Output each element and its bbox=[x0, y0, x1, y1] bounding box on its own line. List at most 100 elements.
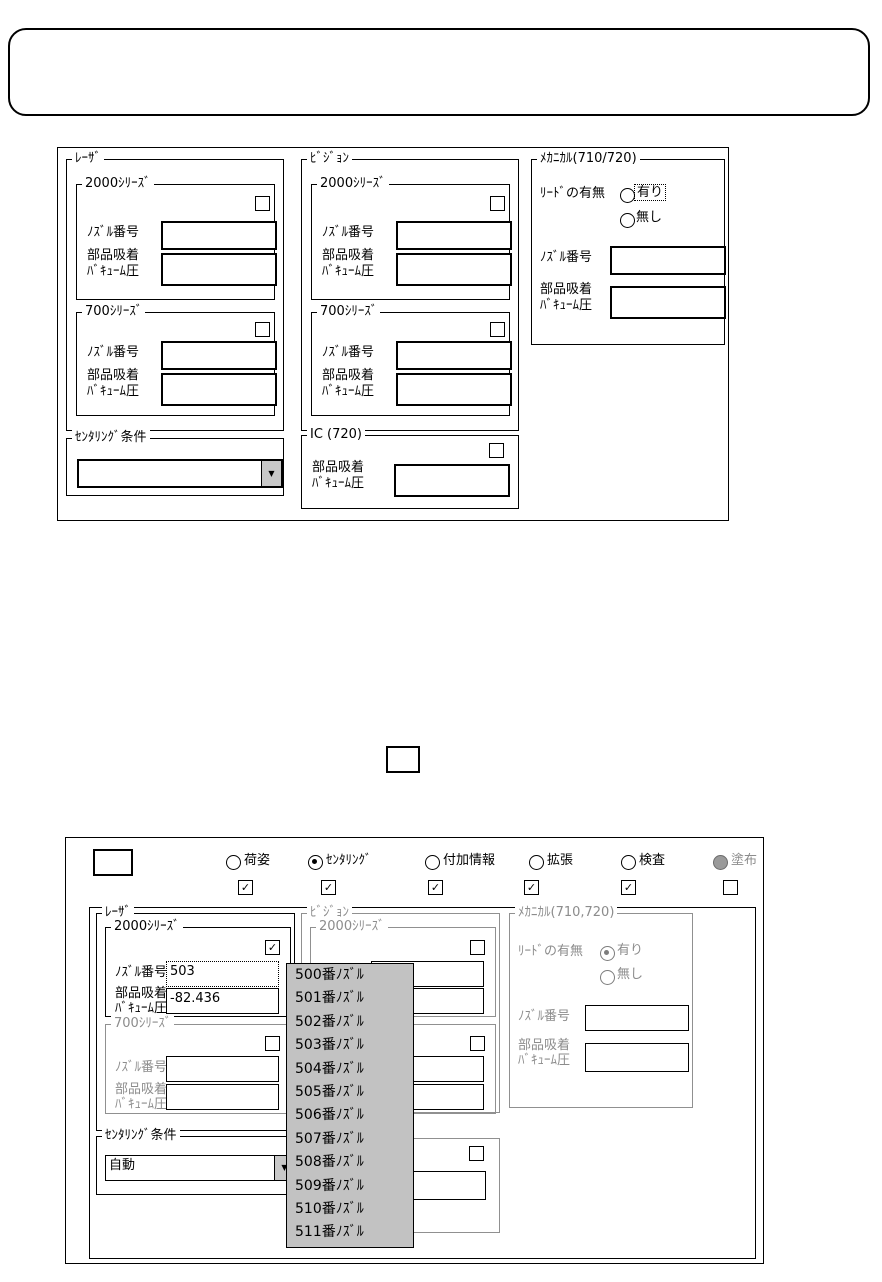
s2-page-label-fukajoho[interactable]: 付加情報 bbox=[443, 853, 496, 868]
s1-centering-dropdown-button[interactable]: ▼ bbox=[261, 461, 281, 486]
check-icon: ✓ bbox=[526, 881, 537, 894]
s2-laser-700-nozzle-input[interactable] bbox=[166, 1056, 279, 1082]
s1-ic-title: IC (720) bbox=[307, 427, 365, 443]
s1-vision-2000-vac-input[interactable] bbox=[396, 253, 512, 286]
s1-centering-combobox[interactable]: ▼ bbox=[77, 459, 283, 488]
nozzle-dropdown-item[interactable]: 511番ﾉｽﾞﾙ bbox=[295, 1224, 364, 1241]
s2-page-label-nisugata[interactable]: 荷姿 bbox=[244, 853, 271, 868]
s2-centering-combobox[interactable]: 自動 ▼ bbox=[105, 1155, 295, 1181]
s2-mech-group: ﾒｶﾆｶﾙ(710,720) ﾘｰﾄﾞの有無 有り 無し ﾉｽﾞﾙ番号 部品吸着… bbox=[509, 905, 693, 1108]
s1-vision-700-vac-input[interactable] bbox=[396, 373, 512, 406]
nozzle-dropdown-item[interactable]: 506番ﾉｽﾞﾙ bbox=[295, 1107, 364, 1124]
s1-vision-2000-group: 2000ｼﾘｰｽﾞ ﾉｽﾞﾙ番号 部品吸着 ﾊﾞｷｭｰﾑ圧 bbox=[311, 176, 512, 300]
s1-laser-2000-nozzle-label: ﾉｽﾞﾙ番号 bbox=[87, 225, 140, 240]
s2-page-checkbox-5[interactable] bbox=[723, 880, 738, 895]
s2-mech-vac-input[interactable] bbox=[585, 1043, 689, 1072]
s2-vision-700-checkbox[interactable] bbox=[470, 1036, 485, 1051]
s2-mech-vac-label1: 部品吸着 bbox=[518, 1038, 571, 1053]
screenshot-dialog-2: 荷姿 ｾﾝﾀﾘﾝｸﾞ 付加情報 拡張 検査 塗布 ✓ ✓ ✓ ✓ ✓ ﾚｰｻﾞ … bbox=[65, 837, 764, 1264]
s1-centering-title: ｾﾝﾀﾘﾝｸﾞ条件 bbox=[72, 430, 150, 446]
s2-lead-label: ﾘｰﾄﾞの有無 bbox=[518, 944, 584, 959]
s2-blank-button[interactable] bbox=[93, 849, 133, 876]
s2-lead-yes-label: 有り bbox=[617, 943, 644, 958]
s1-vision-2000-nozzle-label: ﾉｽﾞﾙ番号 bbox=[322, 225, 375, 240]
s1-vision-700-checkbox[interactable] bbox=[490, 322, 505, 337]
s1-mech-vac-input[interactable] bbox=[610, 286, 726, 319]
s1-vision-2000-checkbox[interactable] bbox=[490, 196, 505, 211]
s2-laser-2000-nozzle-input[interactable]: 503 bbox=[166, 961, 279, 987]
s1-laser-700-checkbox[interactable] bbox=[255, 322, 270, 337]
nozzle-dropdown-item[interactable]: 502番ﾉｽﾞﾙ bbox=[295, 1013, 364, 1030]
s1-mech-nozzle-input[interactable] bbox=[610, 246, 726, 275]
s1-ic-vac-input[interactable] bbox=[394, 464, 510, 497]
s2-laser-700-vac-input[interactable] bbox=[166, 1084, 279, 1110]
s2-page-label-kakucho[interactable]: 拡張 bbox=[547, 853, 574, 868]
s1-vision-700-nozzle-input[interactable] bbox=[396, 341, 512, 370]
s2-lead-no-label: 無し bbox=[617, 967, 644, 982]
s2-page-checkbox-4[interactable]: ✓ bbox=[621, 880, 636, 895]
s2-page-label-centering[interactable]: ｾﾝﾀﾘﾝｸﾞ bbox=[326, 853, 372, 868]
s1-laser-700-vac-input[interactable] bbox=[161, 373, 277, 406]
s1-mech-vac-label2: ﾊﾞｷｭｰﾑ圧 bbox=[540, 298, 593, 313]
s1-laser-700-title: 700ｼﾘｰｽﾞ bbox=[82, 304, 146, 320]
s2-page-checkbox-2[interactable]: ✓ bbox=[428, 880, 443, 895]
s1-lead-no-radio[interactable] bbox=[620, 213, 635, 228]
callout-box bbox=[8, 28, 870, 116]
s2-laser-700-title: 700ｼﾘｰｽﾞ bbox=[111, 1016, 175, 1032]
s1-lead-no-label[interactable]: 無し bbox=[636, 210, 663, 225]
s1-laser-2000-nozzle-input[interactable] bbox=[161, 221, 277, 250]
s2-laser-700-group: 700ｼﾘｰｽﾞ ﾉｽﾞﾙ番号 部品吸着 ﾊﾞｷｭｰﾑ圧 bbox=[105, 1016, 291, 1114]
s1-lead-yes-radio[interactable] bbox=[620, 188, 635, 203]
s2-page-radio-nisugata[interactable] bbox=[226, 855, 241, 870]
s1-laser-2000-group: 2000ｼﾘｰｽﾞ ﾉｽﾞﾙ番号 部品吸着 ﾊﾞｷｭｰﾑ圧 bbox=[76, 176, 277, 300]
s1-vision-title: ﾋﾞｼﾞｮﾝ bbox=[307, 151, 352, 167]
s1-mech-group: ﾒｶﾆｶﾙ(710/720) ﾘｰﾄﾞの有無 有り 無し ﾉｽﾞﾙ番号 部品吸着… bbox=[531, 151, 726, 345]
s1-vision-700-title: 700ｼﾘｰｽﾞ bbox=[317, 304, 381, 320]
s2-laser-2000-vac-label1: 部品吸着 bbox=[115, 986, 168, 1001]
s2-laser-2000-vac-input[interactable]: -82.436 bbox=[166, 988, 279, 1014]
nozzle-dropdown-item[interactable]: 509番ﾉｽﾞﾙ bbox=[295, 1177, 364, 1194]
s2-vision-2000-checkbox[interactable] bbox=[470, 940, 485, 955]
s1-laser-group: ﾚｰｻﾞ 2000ｼﾘｰｽﾞ ﾉｽﾞﾙ番号 部品吸着 ﾊﾞｷｭｰﾑ圧 700ｼﾘ… bbox=[66, 151, 284, 431]
s1-lead-label: ﾘｰﾄﾞの有無 bbox=[540, 186, 606, 201]
s2-page-radio-kakucho[interactable] bbox=[529, 855, 544, 870]
s1-laser-2000-title: 2000ｼﾘｰｽﾞ bbox=[82, 176, 154, 192]
s1-vision-2000-nozzle-input[interactable] bbox=[396, 221, 512, 250]
s1-laser-700-vac-label1: 部品吸着 bbox=[87, 368, 140, 383]
s2-page-radio-centering[interactable] bbox=[308, 855, 323, 870]
s1-laser-700-nozzle-input[interactable] bbox=[161, 341, 277, 370]
s2-page-checkbox-3[interactable]: ✓ bbox=[524, 880, 539, 895]
s2-page-checkbox-0[interactable]: ✓ bbox=[238, 880, 253, 895]
s2-page-radio-kensa[interactable] bbox=[621, 855, 636, 870]
s2-page-checkbox-1[interactable]: ✓ bbox=[321, 880, 336, 895]
nozzle-dropdown-item[interactable]: 501番ﾉｽﾞﾙ bbox=[295, 990, 364, 1007]
s2-centering-group: ｾﾝﾀﾘﾝｸﾞ条件 自動 ▼ bbox=[96, 1128, 295, 1195]
nozzle-dropdown-item[interactable]: 503番ﾉｽﾞﾙ bbox=[295, 1037, 364, 1054]
s2-laser-2000-nozzle-label: ﾉｽﾞﾙ番号 bbox=[115, 965, 168, 980]
s1-laser-700-vac-label2: ﾊﾞｷｭｰﾑ圧 bbox=[87, 384, 140, 399]
nozzle-dropdown-item[interactable]: 510番ﾉｽﾞﾙ bbox=[295, 1200, 364, 1217]
nozzle-dropdown-item[interactable]: 507番ﾉｽﾞﾙ bbox=[295, 1130, 364, 1147]
s2-page-radio-fukajoho[interactable] bbox=[425, 855, 440, 870]
s1-laser-2000-vac-input[interactable] bbox=[161, 253, 277, 286]
chevron-down-icon: ▼ bbox=[268, 468, 275, 478]
s2-vision-2000-title: 2000ｼﾘｰｽﾞ bbox=[316, 919, 388, 935]
s1-laser-2000-vac-label1: 部品吸着 bbox=[87, 248, 140, 263]
s1-laser-2000-checkbox[interactable] bbox=[255, 196, 270, 211]
nozzle-dropdown-item[interactable]: 508番ﾉｽﾞﾙ bbox=[295, 1154, 364, 1171]
check-icon: ✓ bbox=[240, 881, 251, 894]
s2-laser-group: ﾚｰｻﾞ 2000ｼﾘｰｽﾞ ✓ ﾉｽﾞﾙ番号 503 部品吸着 ﾊﾞｷｭｰﾑ圧… bbox=[96, 905, 295, 1131]
s2-mech-nozzle-input[interactable] bbox=[585, 1005, 689, 1031]
s2-mech-title: ﾒｶﾆｶﾙ(710,720) bbox=[515, 905, 618, 921]
s1-vision-700-nozzle-label: ﾉｽﾞﾙ番号 bbox=[322, 345, 375, 360]
check-icon: ✓ bbox=[323, 881, 334, 894]
s2-page-label-kensa[interactable]: 検査 bbox=[639, 853, 666, 868]
s1-lead-yes-label[interactable]: 有り bbox=[634, 184, 667, 201]
s2-laser-700-checkbox[interactable] bbox=[265, 1036, 280, 1051]
nozzle-dropdown-item[interactable]: 505番ﾉｽﾞﾙ bbox=[295, 1083, 364, 1100]
nozzle-dropdown-item[interactable]: 500番ﾉｽﾞﾙ bbox=[295, 967, 364, 983]
s2-laser-2000-checkbox[interactable]: ✓ bbox=[265, 940, 280, 955]
s1-ic-checkbox[interactable] bbox=[489, 443, 504, 458]
nozzle-dropdown-item[interactable]: 504番ﾉｽﾞﾙ bbox=[295, 1060, 364, 1077]
s2-ic-checkbox[interactable] bbox=[469, 1146, 484, 1161]
